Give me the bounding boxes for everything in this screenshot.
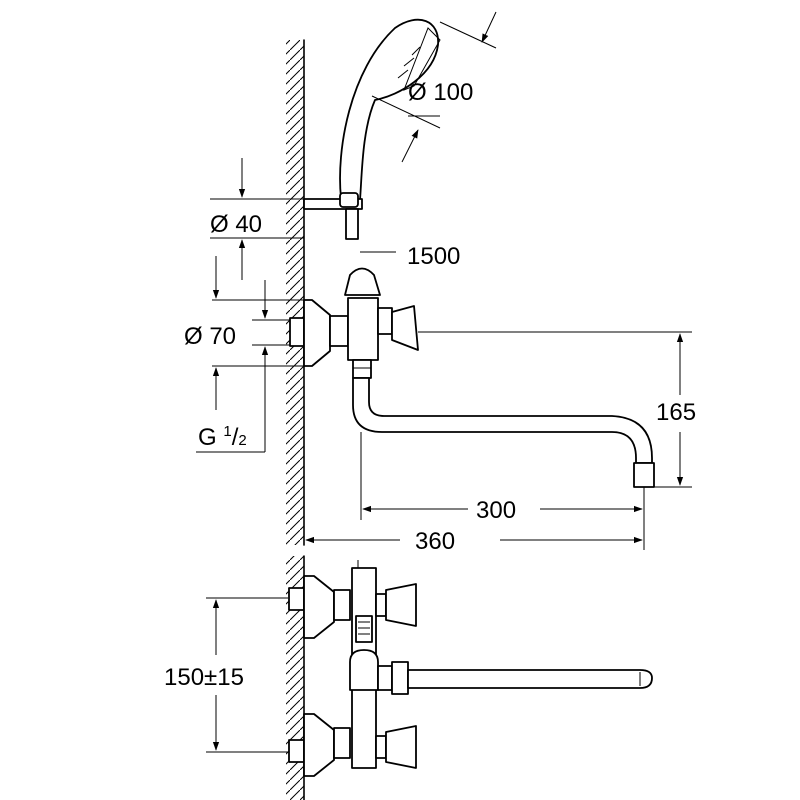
thread-den: 2: [238, 432, 246, 449]
thread-main: G: [198, 424, 223, 451]
label-thread: G 1/2: [198, 423, 247, 451]
shower-holder: [303, 192, 363, 240]
label-shower-diameter: Ø 100: [408, 79, 473, 106]
label-hose-length: 1500: [407, 243, 460, 270]
label-flange-diameter: Ø 70: [184, 323, 236, 350]
label-spout-height: 165: [656, 399, 696, 426]
mixer-body-lower: [288, 560, 653, 777]
label-holder-diameter: Ø 40: [210, 211, 262, 238]
wall-upper: [286, 39, 305, 546]
spout-upper: [352, 377, 655, 488]
shower-head: [339, 18, 441, 201]
dim-lines: [196, 11, 692, 753]
label-spout-reach: 300: [476, 497, 516, 524]
thread-num: 1: [223, 423, 231, 440]
label-inlet-spacing: 150±15: [164, 664, 244, 691]
label-overall-projection: 360: [415, 528, 455, 555]
mixer-body-upper: [289, 267, 419, 379]
